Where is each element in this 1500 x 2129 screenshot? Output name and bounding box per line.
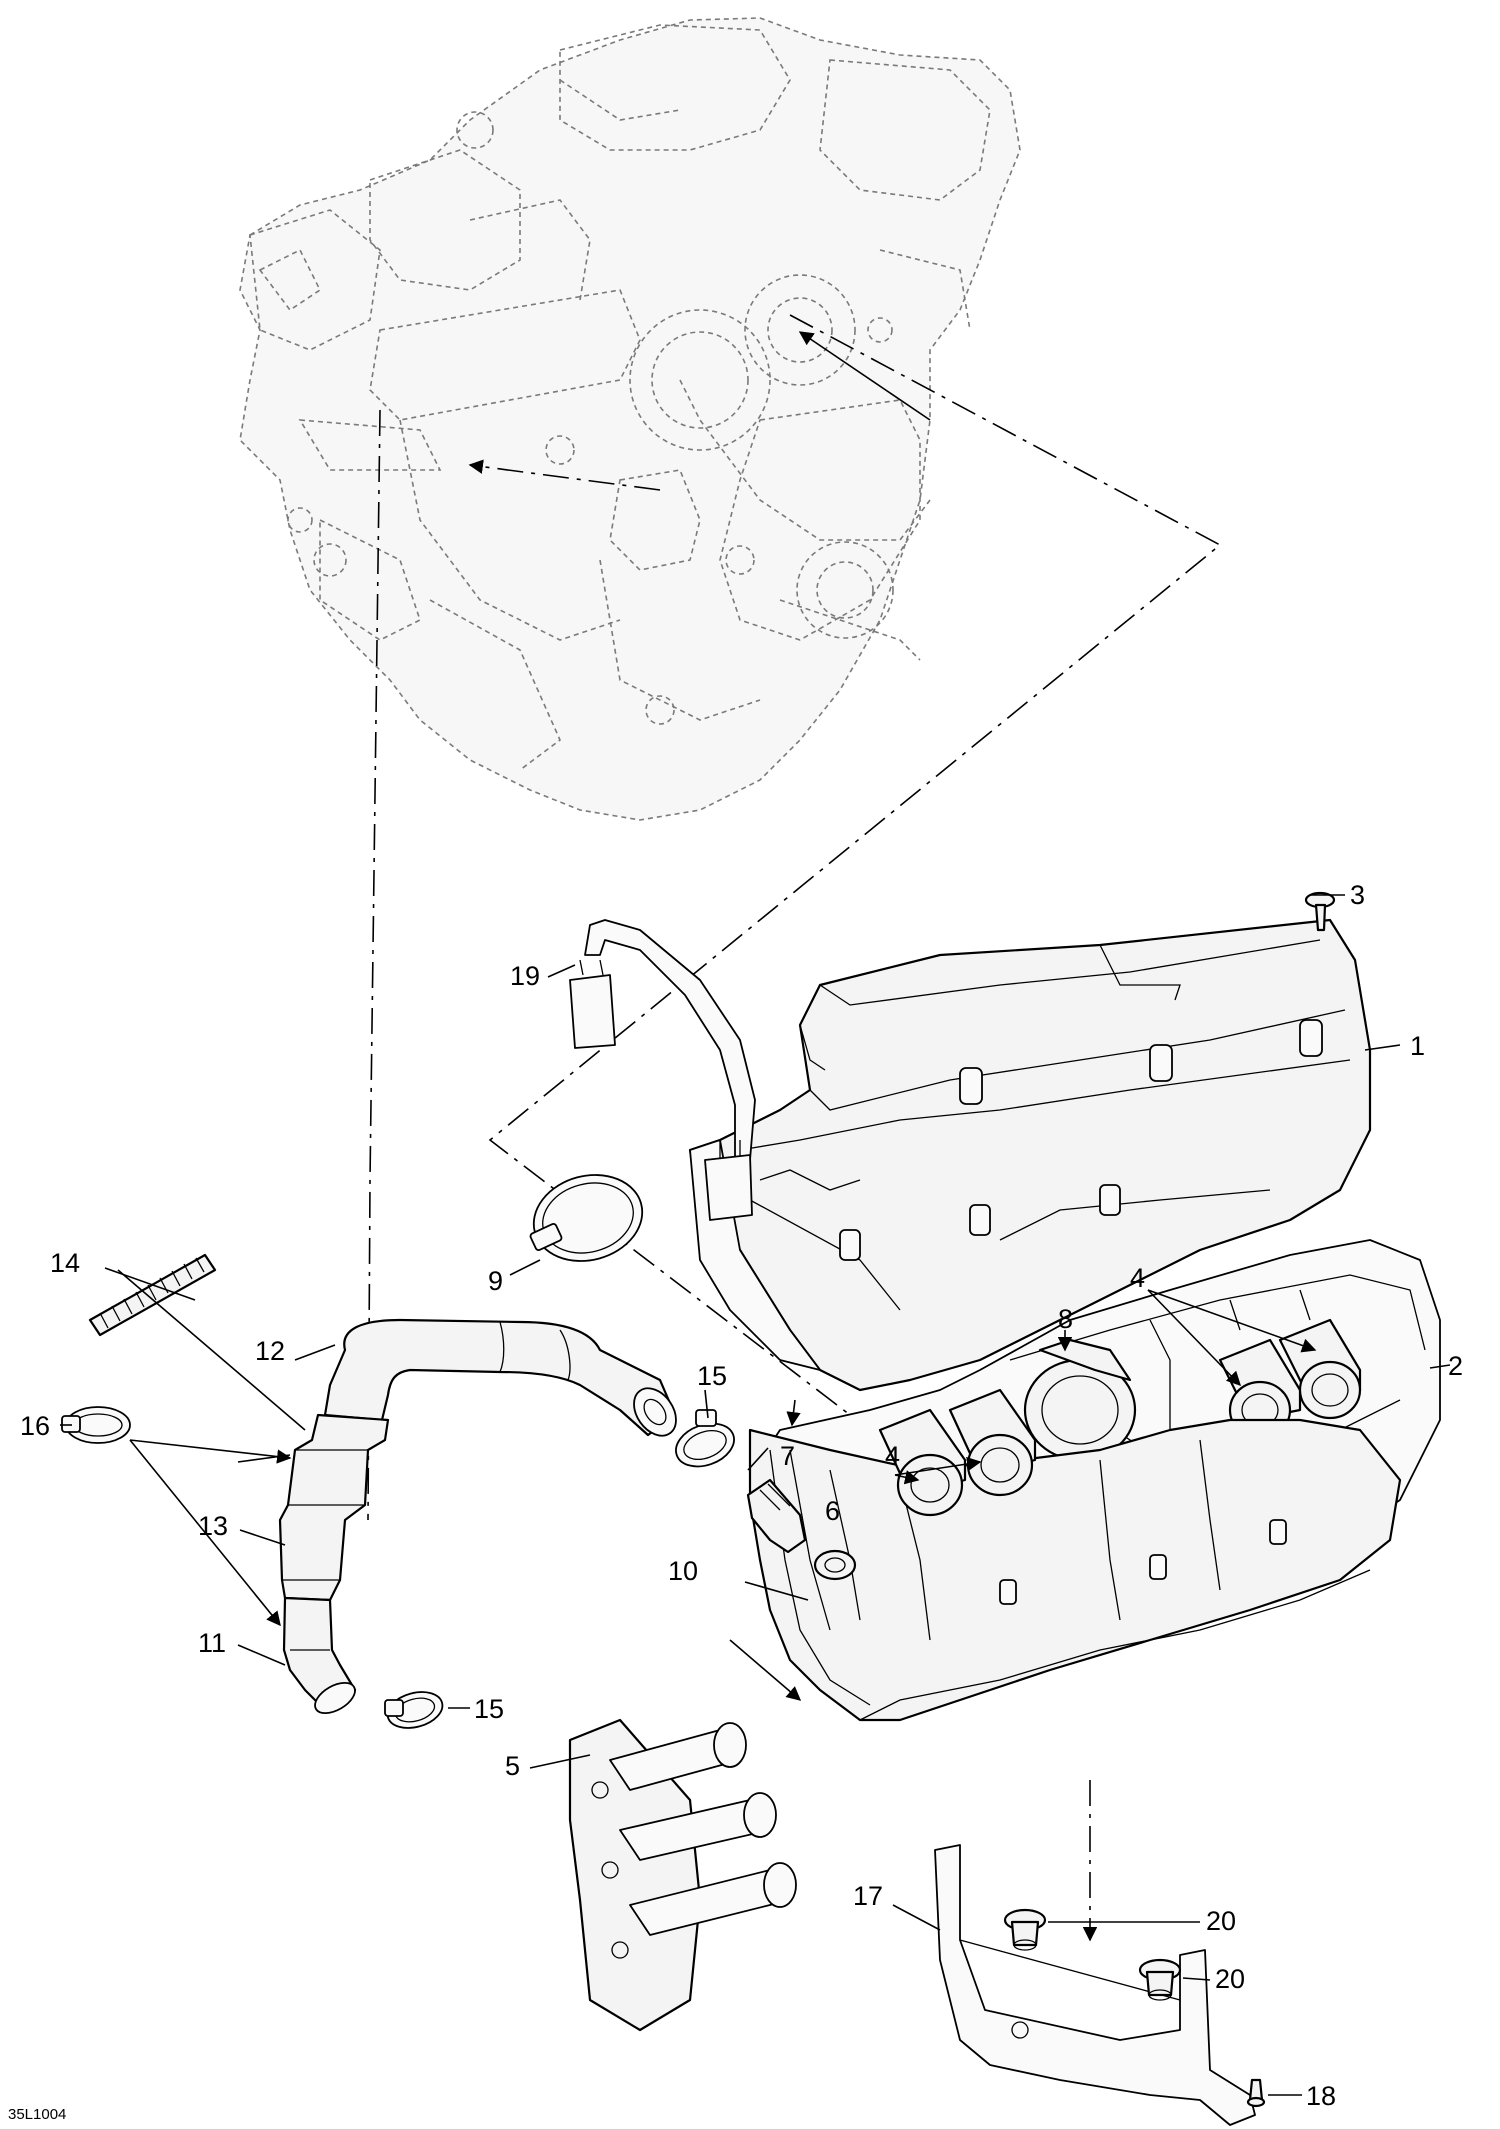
retaining-strap: [569, 919, 756, 1221]
callout-1: 1: [1410, 1031, 1425, 1061]
callout-10: 10: [668, 1556, 698, 1586]
rubber-grommet-right: [1138, 1958, 1182, 2001]
callout-4-center: 4: [885, 1441, 900, 1471]
intake-pipe-resonator: [278, 1413, 390, 1602]
engine-ghost-outline: [239, 17, 1021, 821]
screw: [1304, 891, 1336, 932]
callout-12: 12: [255, 1336, 285, 1366]
callout-9: 9: [488, 1266, 503, 1296]
callout-11: 11: [198, 1628, 226, 1658]
callout-labels: 1 2 3 4 4 5 6 7 8 9 10 11 12 13 14 15 15…: [20, 880, 1463, 2111]
callout-8: 8: [1058, 1304, 1073, 1334]
rubber-grommet-left: [1003, 1908, 1047, 1951]
callout-3: 3: [1350, 880, 1365, 910]
callout-17: 17: [853, 1881, 883, 1911]
hose-sleeve-ribbed: [88, 1253, 217, 1337]
grommet: [813, 1549, 857, 1581]
leader-lines: [60, 894, 1451, 2096]
callout-14: 14: [50, 1248, 80, 1278]
hose-elbow: [282, 1596, 357, 1715]
callout-2: 2: [1448, 1351, 1463, 1381]
mounting-bracket: [934, 1844, 1256, 2126]
callout-19: 19: [510, 961, 540, 991]
callout-6: 6: [825, 1496, 840, 1526]
air-filter-element: [568, 1718, 797, 2032]
hose-fitting: [746, 1478, 807, 1554]
hose-clamp-upper: [675, 1409, 735, 1468]
callout-13: 13: [198, 1511, 228, 1541]
callout-15-upper: 15: [697, 1361, 727, 1391]
assembly-phantom-lines: [367, 314, 1222, 1942]
rivet: [1246, 2078, 1266, 2108]
callout-4-right: 4: [1130, 1263, 1145, 1293]
callout-20-left: 20: [1206, 1906, 1236, 1936]
velocity-stack-pair-center: [878, 1388, 1037, 1517]
breather-hose: [323, 1318, 677, 1437]
callout-20-right: 20: [1215, 1964, 1245, 1994]
band-clamp: [529, 1174, 644, 1262]
air-box-housing: [748, 1388, 1402, 1722]
callout-5: 5: [505, 1751, 520, 1781]
hose-clamp-lower: [384, 1691, 444, 1729]
callout-15-lower: 15: [474, 1694, 504, 1724]
hose-clamp: [61, 1406, 131, 1444]
callout-18: 18: [1306, 2081, 1336, 2111]
callout-16: 16: [20, 1411, 50, 1441]
figure-reference-code: 35L1004: [8, 2106, 66, 2123]
callout-7: 7: [780, 1441, 795, 1471]
